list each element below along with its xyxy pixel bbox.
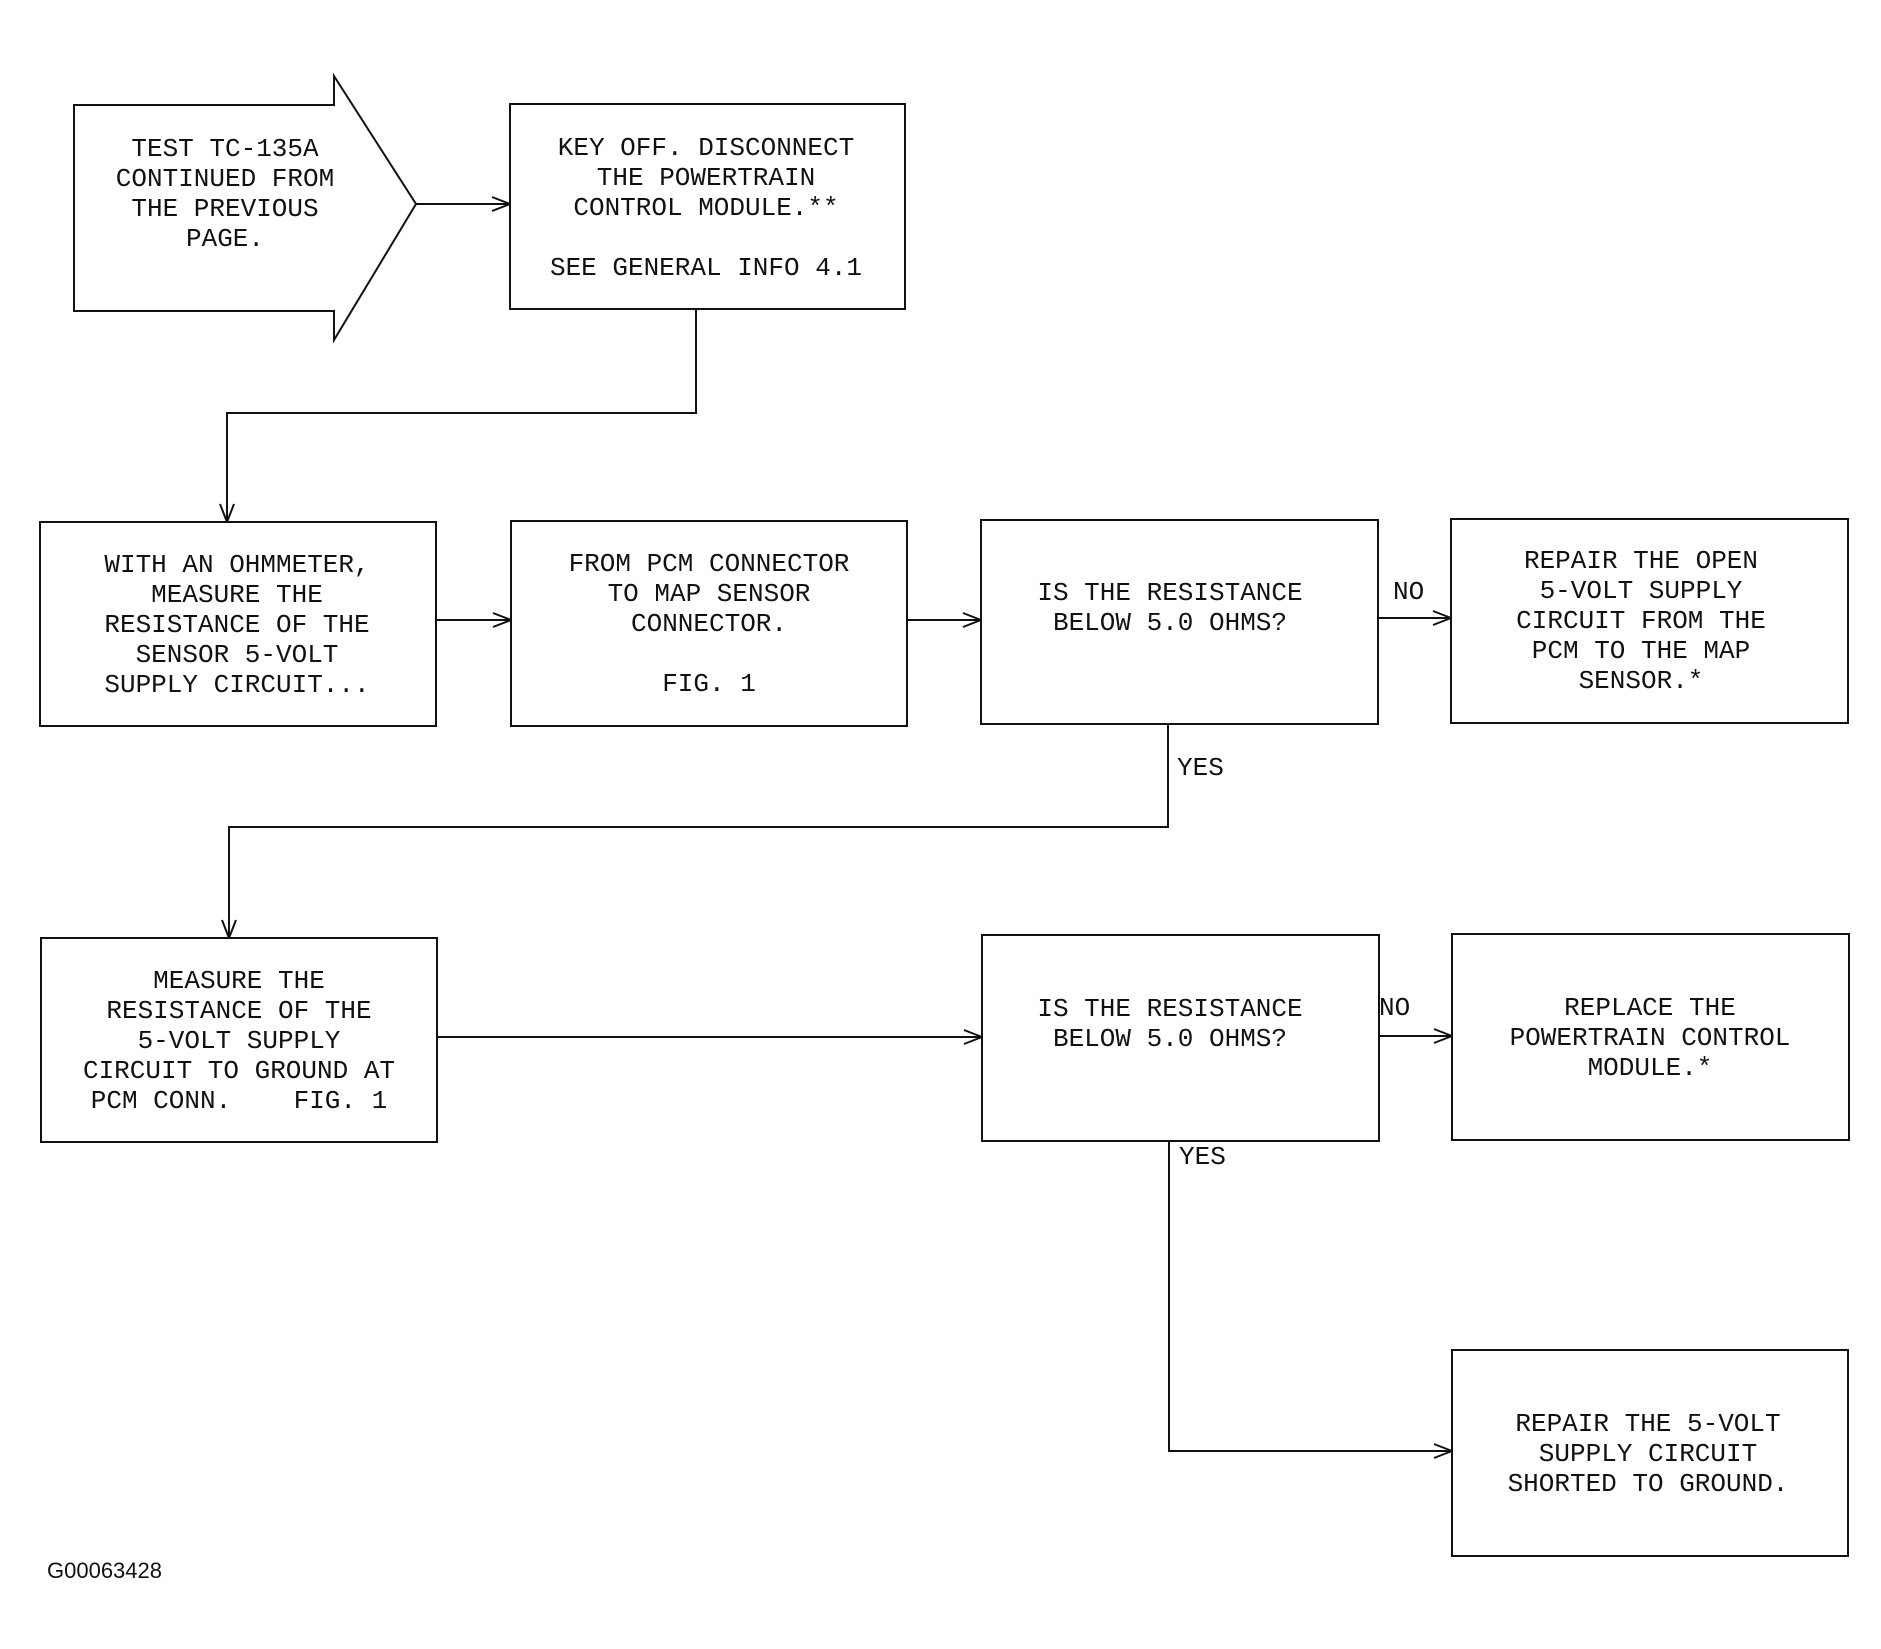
node-text-line: KEY OFF. DISCONNECT (558, 133, 854, 163)
edge-label-d2-yes: YES (1179, 1142, 1226, 1172)
node-text-line: FROM PCM CONNECTOR (569, 549, 850, 579)
node-text-line: REPAIR THE OPEN (1524, 546, 1758, 576)
node-text-line: TEST TC-135A (131, 134, 319, 164)
edge-label-d1-yes: YES (1177, 753, 1224, 783)
node-text-line: RESISTANCE OF THE (106, 996, 371, 1026)
node-text-line: PAGE. (186, 224, 264, 254)
node-text-line: CONNECTOR. (631, 609, 787, 639)
node-text-line: CONTROL MODULE.** (573, 193, 838, 223)
node-text-line: BELOW 5.0 OHMS? (1053, 608, 1287, 638)
node-text-line: 5-VOLT SUPPLY (1540, 576, 1743, 606)
edge-label-d2-no: NO (1379, 993, 1410, 1023)
node-text-line: TO MAP SENSOR (608, 579, 811, 609)
node-text-line: PCM CONN. FIG. 1 (91, 1086, 387, 1116)
node-text-line: RESISTANCE OF THE (104, 610, 369, 640)
edge-decision1-yes (229, 724, 1169, 938)
node-text-line: 5-VOLT SUPPLY (138, 1026, 341, 1056)
edge-decision2-yes (1168, 1141, 1452, 1451)
node-text-line: POWERTRAIN CONTROL (1510, 1023, 1791, 1053)
node-text-line: PCM TO THE MAP (1532, 636, 1750, 666)
node-text-line: FIG. 1 (662, 669, 756, 699)
node-text-line: CIRCUIT FROM THE (1516, 606, 1766, 636)
node-text-line: MODULE.* (1588, 1053, 1713, 1083)
node-text-line: MEASURE THE (153, 966, 325, 996)
node-text-line: CIRCUIT TO GROUND AT (83, 1056, 395, 1086)
node-text-line: SUPPLY CIRCUIT... (104, 670, 369, 700)
edge-keyoff-to-measure (227, 309, 697, 522)
node-text-line: IS THE RESISTANCE (1037, 578, 1302, 608)
figure-id: G00063428 (47, 1558, 162, 1583)
node-text-line: BELOW 5.0 OHMS? (1053, 1024, 1287, 1054)
node-text-line: THE PREVIOUS (131, 194, 318, 224)
node-text-line: REPLACE THE (1564, 993, 1736, 1023)
node-text-line: SENSOR 5-VOLT (136, 640, 339, 670)
node-text-line: IS THE RESISTANCE (1037, 994, 1302, 1024)
node-text-line: WITH AN OHMMETER, (104, 550, 369, 580)
node-text-line: THE POWERTRAIN (597, 163, 815, 193)
edge-label-d1-no: NO (1393, 577, 1424, 607)
node-text-line: MEASURE THE (151, 580, 323, 610)
node-text-line: SUPPLY CIRCUIT (1539, 1439, 1757, 1469)
node-text-line: SHORTED TO GROUND. (1508, 1469, 1789, 1499)
node-text-line: REPAIR THE 5-VOLT (1515, 1409, 1780, 1439)
node-text-line: SENSOR.* (1579, 666, 1704, 696)
node-text-line: CONTINUED FROM (116, 164, 334, 194)
node-text-line: SEE GENERAL INFO 4.1 (550, 253, 862, 283)
